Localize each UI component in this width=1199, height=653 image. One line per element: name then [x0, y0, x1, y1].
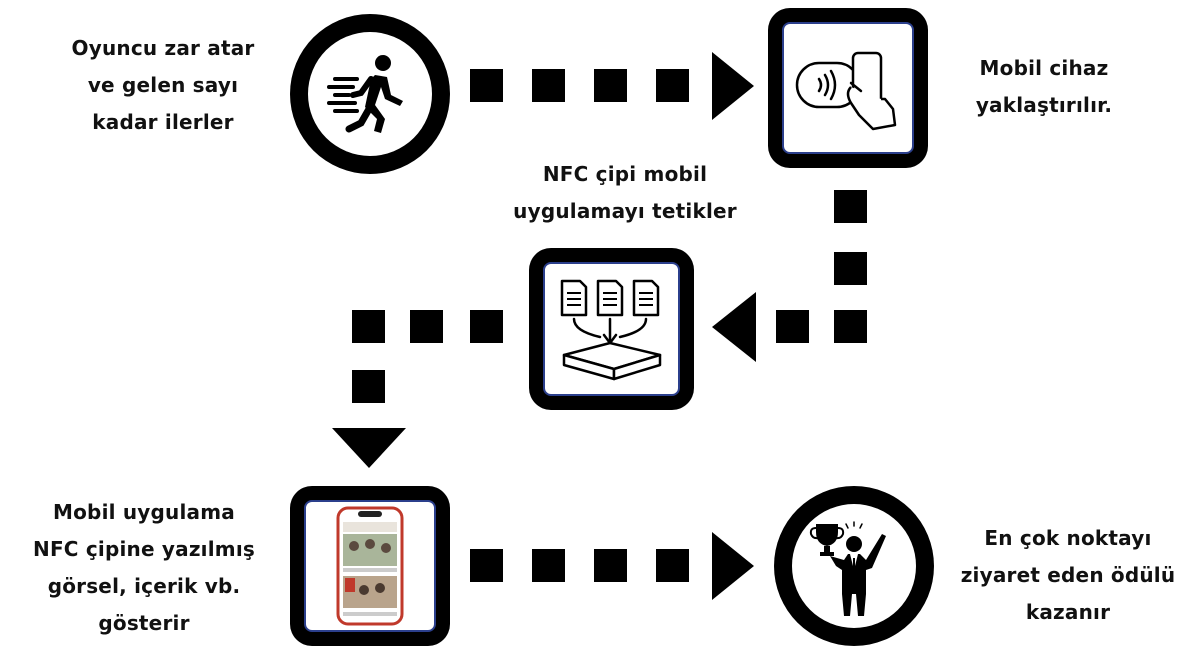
arrow-dash: [470, 310, 503, 343]
step-2-line-2: yaklaştırılır.: [975, 93, 1113, 117]
arrow-dash: [656, 549, 689, 582]
step-3-node: [529, 248, 694, 410]
step-1-line-3: kadar ilerler: [92, 110, 234, 134]
phone-app-screen-icon: [336, 506, 404, 626]
arrow-dash: [834, 310, 867, 343]
step-3-line-1: NFC çipi mobil: [542, 162, 708, 186]
arrow-dash: [834, 190, 867, 223]
arrow-dash: [656, 69, 689, 102]
arrow-dash: [594, 549, 627, 582]
step-5-line-1: En çok noktayı: [984, 526, 1152, 550]
arrow-dash: [410, 310, 443, 343]
arrow-dash: [594, 69, 627, 102]
step-2-label: Mobil cihaz yaklaştırılır.: [944, 50, 1144, 124]
arrow-head-left-icon: [712, 292, 756, 362]
arrow-dash: [352, 370, 385, 403]
step-3-line-2: uygulamayı tetikler: [513, 199, 737, 223]
walking-person-icon: [327, 55, 403, 133]
step-2-line-1: Mobil cihaz: [979, 56, 1109, 80]
nfc-phone-icon: [795, 51, 897, 131]
arrow-dash: [470, 549, 503, 582]
trophy-winner-icon: [809, 521, 886, 616]
step-5-node: [774, 486, 934, 646]
arrow-head-right-icon: [712, 532, 754, 600]
step-4-line-3: görsel, içerik vb.: [47, 574, 241, 598]
step-5-line-3: kazanır: [1025, 600, 1111, 624]
step-4-node: [290, 486, 450, 646]
step-5-line-2: ziyaret eden ödülü: [960, 563, 1176, 587]
arrow-head-right-icon: [712, 52, 754, 120]
step-1-node: [290, 14, 450, 174]
step-5-label: En çok noktayı ziyaret eden ödülü kazanı…: [948, 520, 1188, 631]
arrow-dash: [352, 310, 385, 343]
step-1-label: Oyuncu zar atar ve gelen sayı kadar iler…: [48, 30, 278, 141]
documents-into-box-icon: [560, 279, 661, 381]
arrow-head-down-icon: [332, 428, 406, 468]
step-3-label: NFC çipi mobil uygulamayı tetikler: [500, 156, 750, 230]
arrow-dash: [834, 252, 867, 285]
step-2-node: [768, 8, 928, 168]
step-4-label: Mobil uygulama NFC çipine yazılmış görse…: [10, 494, 278, 642]
arrow-dash: [776, 310, 809, 343]
step-1-line-2: ve gelen sayı: [87, 73, 239, 97]
step-4-line-1: Mobil uygulama: [53, 500, 235, 524]
step-4-line-4: gösterir: [98, 611, 190, 635]
arrow-dash: [532, 549, 565, 582]
step-4-line-2: NFC çipine yazılmış: [33, 537, 255, 561]
arrow-dash: [532, 69, 565, 102]
step-1-line-1: Oyuncu zar atar: [71, 36, 255, 60]
arrow-dash: [470, 69, 503, 102]
